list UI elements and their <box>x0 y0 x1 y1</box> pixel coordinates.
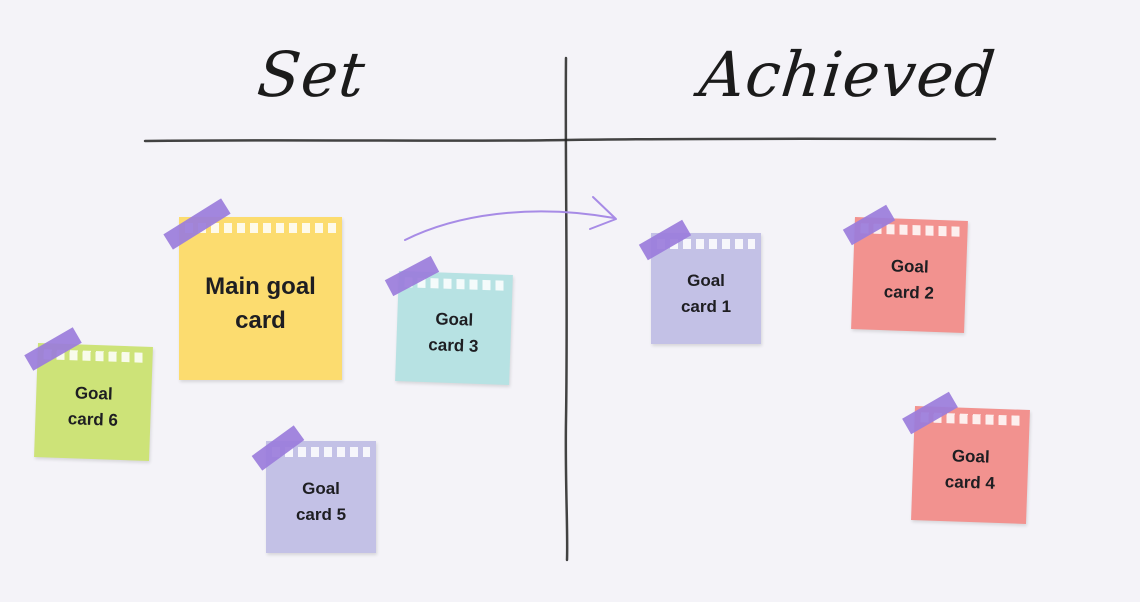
goal-card-5[interactable]: Goal card 5 <box>266 441 376 553</box>
goal-card-1[interactable]: Goal card 1 <box>651 233 761 344</box>
column-heading-set: Set <box>254 38 369 111</box>
note-perforation <box>272 447 370 457</box>
goal-card-6[interactable]: Goal card 6 <box>34 343 153 461</box>
goal-card-1-label: Goal card 1 <box>680 270 732 316</box>
goal-card-4-label: Goal card 4 <box>944 446 996 493</box>
vertical-divider <box>564 56 569 562</box>
column-heading-achieved: Achieved <box>696 38 1000 111</box>
move-arrow <box>404 210 615 241</box>
main-goal-card[interactable]: Main goal card <box>179 217 342 380</box>
goal-card-3-label: Goal card 3 <box>428 309 479 356</box>
note-perforation <box>657 239 755 249</box>
goal-card-2-label: Goal card 2 <box>883 256 935 303</box>
move-arrow-head <box>589 196 617 230</box>
goal-card-3[interactable]: Goal card 3 <box>395 271 513 385</box>
goal-card-5-label: Goal card 5 <box>295 479 347 524</box>
main-goal-card-label: Main goal card <box>205 272 316 334</box>
horizontal-divider <box>143 137 997 143</box>
goal-card-6-label: Goal card 6 <box>67 383 119 430</box>
note-perforation <box>185 223 336 233</box>
